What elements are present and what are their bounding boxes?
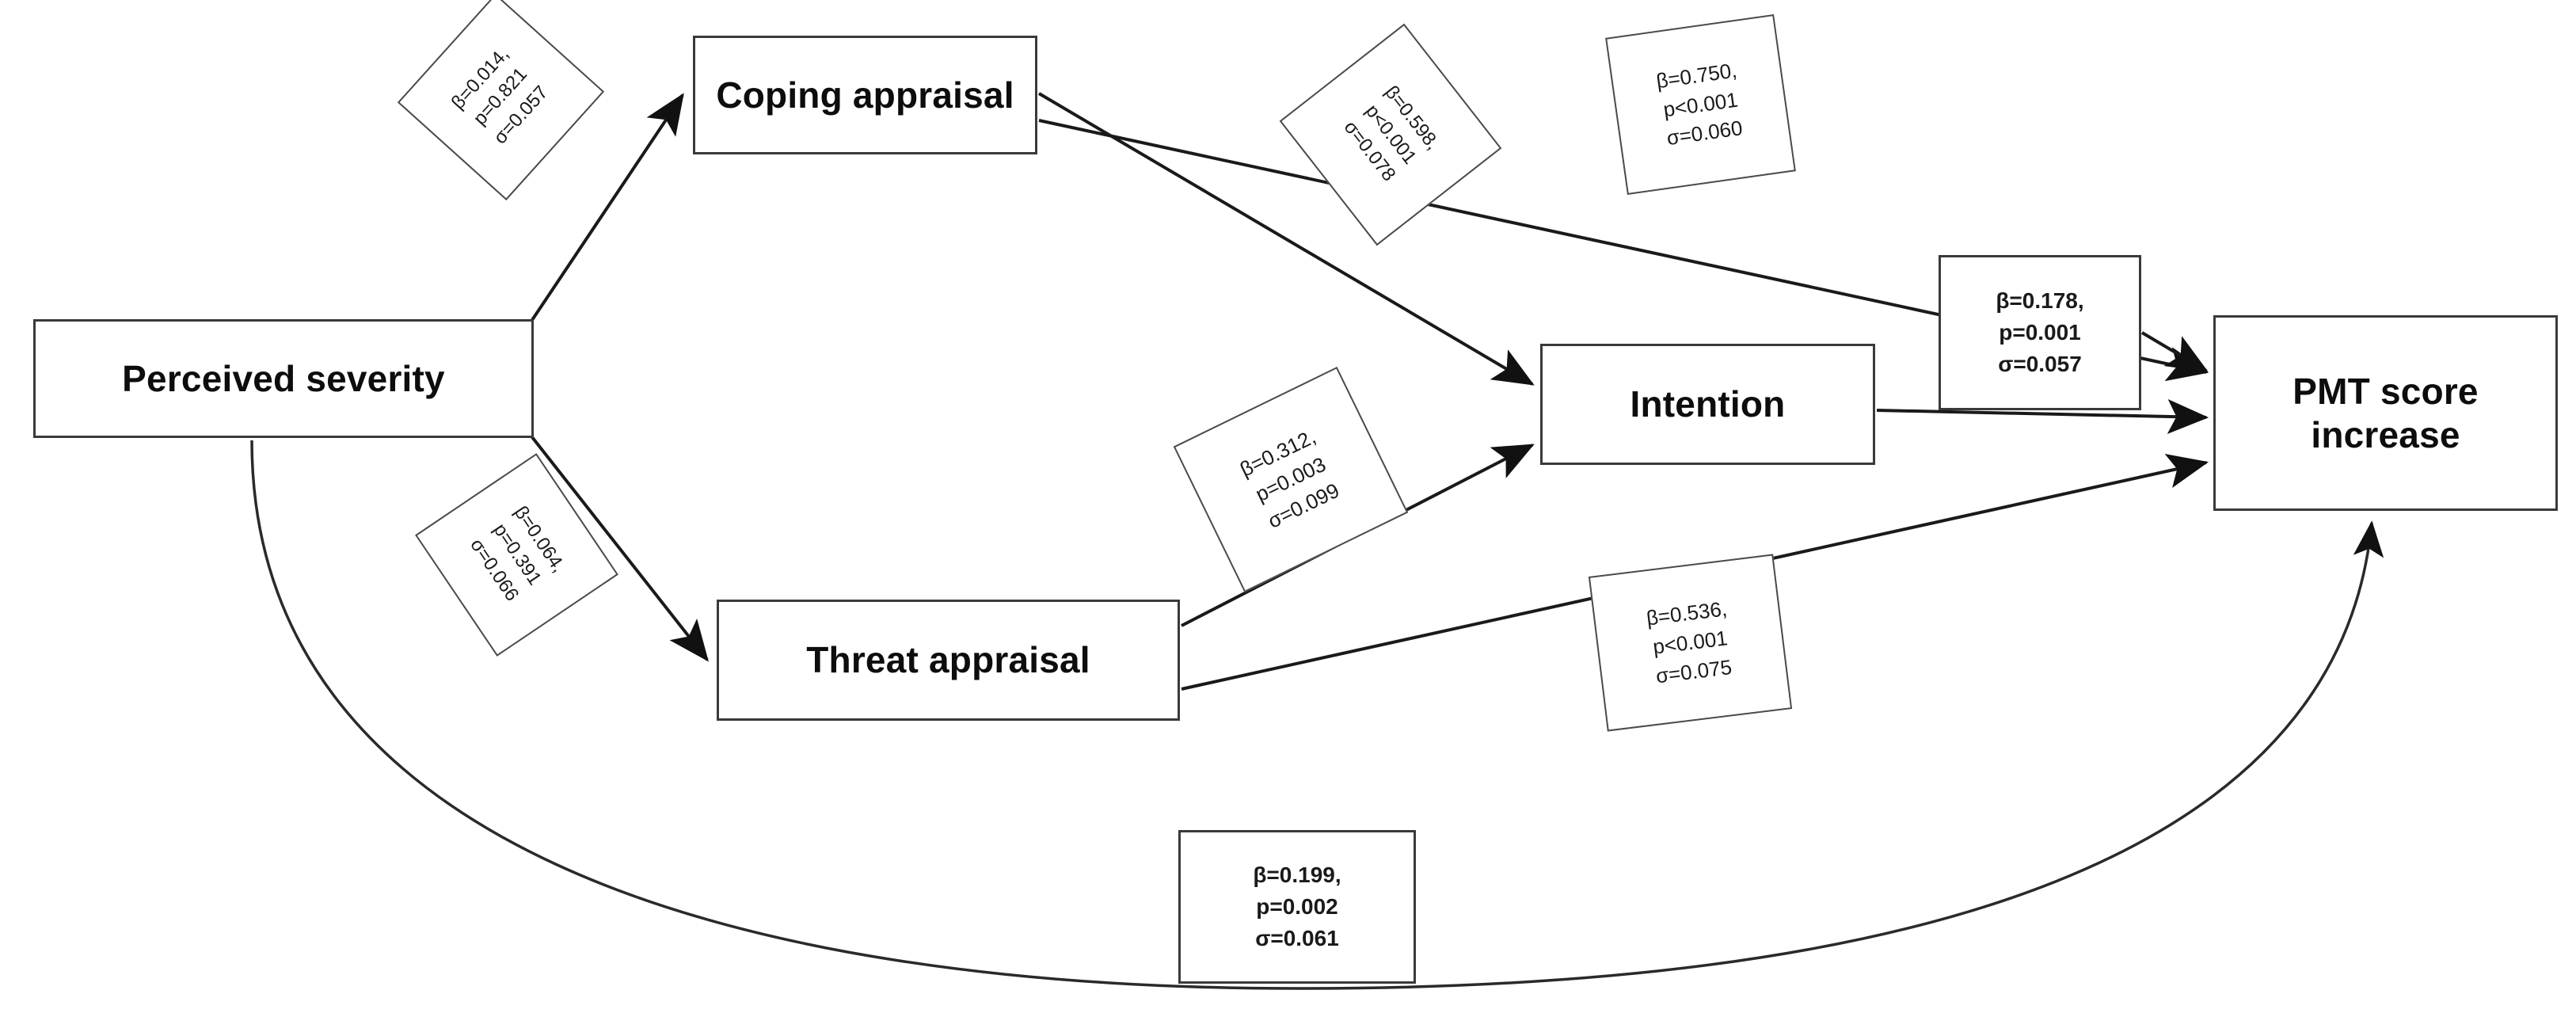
path-label-severity-to-coping[interactable]: β=0.014, p=0.821 σ=0.057	[397, 0, 605, 201]
path-label-beta: β=0.178,	[1996, 288, 2084, 314]
path-label-p: p=0.002	[1256, 894, 1338, 920]
path-label-sigma: σ=0.057	[1998, 351, 2082, 376]
path-label-threat-to-pmt[interactable]: β=0.536, p<0.001 σ=0.075	[1588, 554, 1793, 732]
path-label-threat-to-intention[interactable]: β=0.312, p=0.003 σ=0.099	[1173, 366, 1409, 593]
path-label-severity-to-pmt[interactable]: β=0.199, p=0.002 σ=0.061	[1178, 830, 1416, 984]
path-label-p: p=0.001	[1999, 320, 2081, 345]
path-label-severity-to-threat[interactable]: β=0.064, p=0.391 σ=0.066	[415, 453, 618, 657]
node-label-threat-appraisal: Threat appraisal	[806, 639, 1090, 681]
node-label-pmt-score-line1: PMT score	[2293, 371, 2479, 413]
edge-intention-to-pmt-upper	[2140, 331, 2209, 372]
node-intention[interactable]: Intention	[1540, 344, 1875, 465]
node-threat-appraisal[interactable]: Threat appraisal	[717, 600, 1180, 721]
path-label-intention-to-pmt[interactable]: β=0.178, p=0.001 σ=0.057	[1939, 255, 2141, 410]
node-label-pmt-score-line2: increase	[2311, 413, 2460, 455]
path-label-beta: β=0.199,	[1253, 863, 1341, 888]
node-pmt-score-increase[interactable]: PMT score increase	[2213, 315, 2558, 511]
path-label-coping-to-intention[interactable]: β=0.598, p<0.001 σ=0.078	[1279, 23, 1502, 246]
node-perceived-severity[interactable]: Perceived severity	[33, 319, 534, 438]
edge-intention-to-pmt-lower	[1876, 398, 2209, 434]
path-label-coping-to-pmt[interactable]: β=0.750, p<0.001 σ=0.060	[1605, 14, 1796, 195]
path-label-sigma: σ=0.061	[1255, 925, 1339, 950]
node-coping-appraisal[interactable]: Coping appraisal	[693, 36, 1037, 154]
node-label-intention: Intention	[1630, 383, 1786, 425]
node-label-coping-appraisal: Coping appraisal	[716, 74, 1014, 116]
node-label-perceived-severity: Perceived severity	[122, 357, 445, 399]
